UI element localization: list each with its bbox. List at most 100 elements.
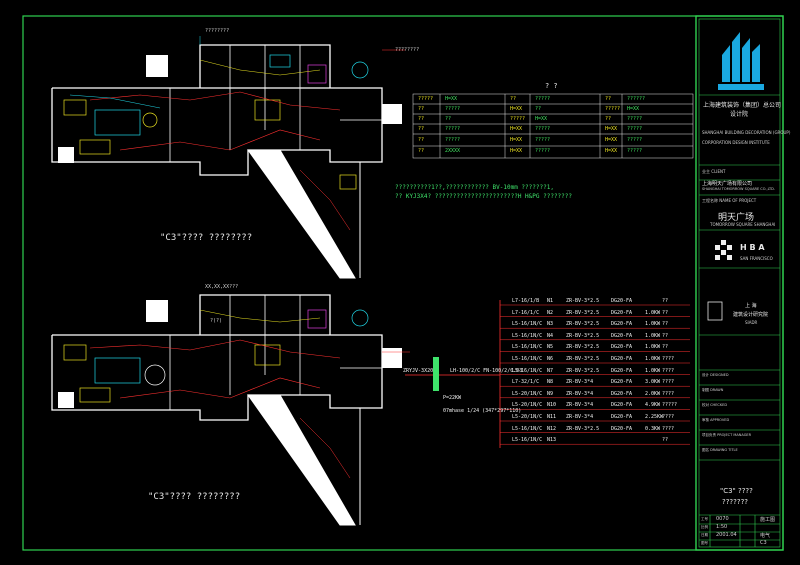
sh-inst-3: SIADR (745, 320, 758, 325)
circuit-cable: ZR-BV-3*2.5 (566, 367, 600, 374)
circuit-breaker: L5-20/1N/C (512, 390, 543, 397)
circuit-pipe: DG20-FA (611, 344, 633, 351)
sheet-no: C3 (760, 540, 767, 546)
circuit-cable: ZR-BV-3*2.5 (566, 332, 600, 339)
column-block (58, 147, 74, 163)
circuit-use: ????? (662, 402, 678, 409)
circuit-cable: ZR-BV-3*2.5 (566, 309, 600, 316)
legend-cell: ????? (627, 126, 643, 132)
circuit-pipe: DG20-FA (611, 379, 633, 386)
bottom-plan-header-label: XX,XX,XX??? (205, 284, 239, 290)
cable-spec: 07mhase 1/24 (347*297*110) (443, 408, 522, 414)
client-label: 业主 CLIENT (702, 169, 726, 174)
circuit-number: N8 (547, 379, 554, 386)
company-name: 上海建筑装饰（集团）总公司 (703, 102, 782, 109)
siadr-emblem (707, 301, 723, 321)
legend-cell: H=XX (605, 126, 618, 132)
legend-cell: ?? (445, 116, 452, 122)
circuit-number: N11 (547, 414, 557, 420)
circuit-cable: ZR-BV-3*2.5 (566, 356, 600, 362)
circuit-number: N2 (547, 309, 554, 316)
circuit-use: ?? (662, 309, 669, 316)
legend-cell: H=XX (510, 106, 523, 112)
circuit-cable: ZR-BV-3*2.5 (566, 425, 600, 432)
legend-grid (412, 93, 694, 159)
legend-cell: 2XXXX (445, 148, 461, 154)
hba-name: H B A (740, 243, 765, 252)
legend-cell: ?? (510, 96, 517, 102)
legend-cell: ?? (605, 116, 612, 122)
legend-cell: ?? (418, 137, 425, 143)
circuit-load: 2.0KW (645, 390, 661, 397)
circuit-cable: ZR-BV-3*4 (566, 402, 594, 409)
field-drawing-title: 图名 DRAWING TITLE (702, 448, 738, 452)
circuit-number: N6 (547, 356, 554, 362)
circuit-breaker: L7-16/1/C (512, 309, 540, 316)
circuit-cable: ZR-BV-3*4 (566, 390, 594, 397)
circuit-breaker: L5-16/1N/C (512, 437, 543, 444)
notes-line-2: ?? KYJ3X4? ???????????????????????H H&PG… (395, 193, 573, 200)
circuit-use: ???? (662, 414, 675, 420)
column-block (146, 300, 168, 322)
legend-cell: H=XX (510, 126, 523, 132)
circuit-load: 0.3KW (645, 425, 661, 432)
legend-title: ? ? (545, 82, 558, 90)
power-label: P=22KW (443, 395, 462, 401)
circuit-breaker: L7-32/1/C (512, 379, 540, 386)
legend-cell: H=XX (605, 137, 618, 143)
circuit-number: N5 (547, 344, 554, 351)
client-name: 上海明天广场有限公司 (702, 181, 753, 187)
circuit-load: 3.0KW (645, 379, 661, 386)
company-en-1: SHANGHAI BUILDING DECORATION (GROUP) (702, 130, 791, 135)
circuit-use: ?? (662, 332, 669, 339)
bottom-plan-caption: "C3"???? ???????? (148, 492, 241, 502)
circuit-cable: ZR-BV-3*2.5 (566, 321, 600, 328)
circuit-breaker: L7-16/1/B (512, 298, 540, 304)
circuit-use: ???? (662, 379, 675, 386)
drawing-title-1: "C3" ???? (720, 487, 753, 495)
circuit-load: 1.0KW (645, 309, 661, 316)
legend-cell: ?? (418, 106, 425, 112)
circuit-pipe: DG20-FA (611, 298, 633, 304)
company-sub: 设计院 (730, 111, 749, 118)
top-floor-plan (51, 36, 405, 279)
circuit-pipe: DG20-FA (611, 390, 633, 397)
sheet-label: 图号 (701, 541, 708, 545)
circuit-pipe: DG20-FA (611, 309, 633, 316)
legend-cell: H=XX (535, 116, 548, 122)
legend-cell: H=XX (510, 148, 523, 154)
circuit-breaker: L5-16/1N/C (512, 356, 543, 362)
project-name: 明天广场 (718, 213, 755, 223)
circuit-number: N1 (547, 298, 554, 304)
date: 2001.04 (716, 532, 737, 538)
bottom-plan-dim-label: ?(?) (210, 318, 223, 324)
circuit-number: N9 (547, 390, 554, 397)
field-designed: 设计 DESIGNED (702, 373, 729, 377)
legend-cell: ????? (535, 137, 551, 143)
legend-cell: ????? (605, 106, 621, 112)
top-plan-header-label: ???????? (205, 28, 230, 34)
discipline: 电气 (760, 533, 771, 539)
circuit-load: 2.25KW (645, 414, 664, 420)
feeder-label: ZRYJV-3X20 (403, 368, 434, 374)
column-block (382, 104, 402, 124)
circuit-cable: ZR-BV-3*2.5 (566, 344, 600, 351)
legend-cell: ?? (605, 96, 612, 102)
legend-cell: ????? (445, 106, 461, 112)
legend-cell: ????? (627, 148, 643, 154)
circuit-use: ?? (662, 344, 669, 351)
circuit-cable: ZR-BV-3*2.5 (566, 298, 600, 304)
hba-emblem (715, 240, 732, 260)
legend-cell: ?? (418, 148, 425, 154)
job-no: 0070 (716, 516, 729, 522)
field-project-manager: 项目负责 PROJECT MANAGER (702, 433, 752, 437)
bottom-floor-plan (51, 294, 410, 526)
legend-cell: ?????? (627, 96, 646, 102)
field-checked: 校对 CHECKED (702, 403, 728, 407)
legend-cell: ????? (535, 126, 551, 132)
circuit-breaker: L5-16/1N/C (512, 425, 543, 432)
circuit-number: N4 (547, 332, 554, 339)
circuit-number: N7 (547, 367, 554, 374)
job-no-label: 工号 (701, 517, 708, 521)
